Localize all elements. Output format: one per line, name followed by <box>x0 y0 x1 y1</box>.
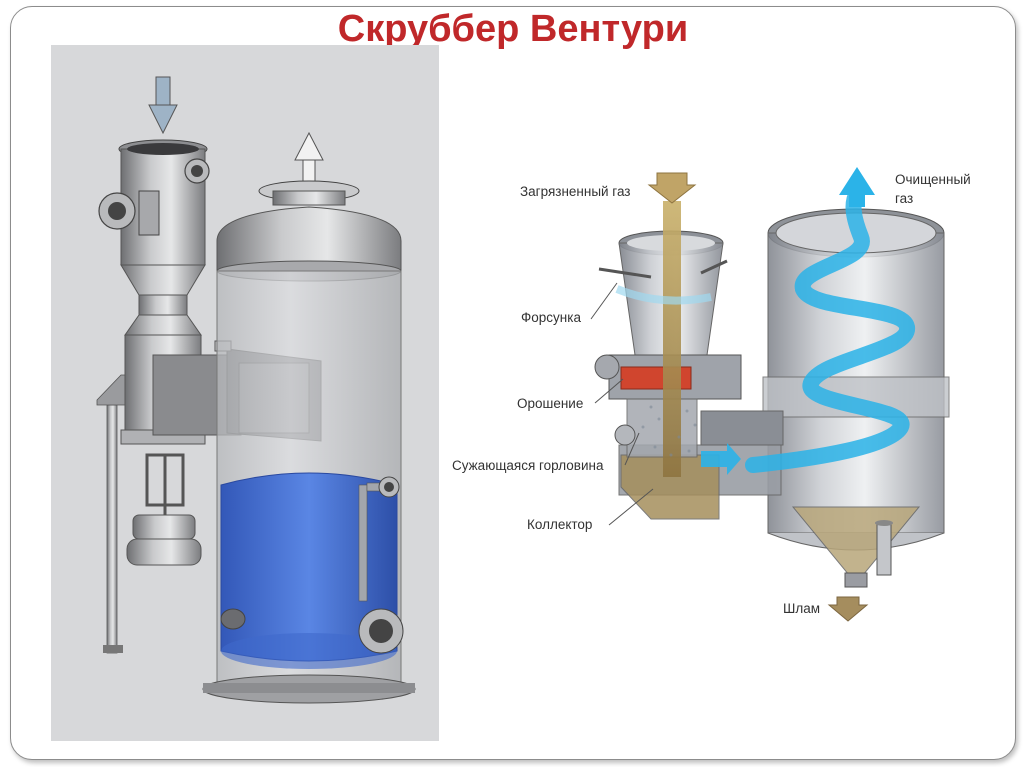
label-irrigation: Орошение <box>517 396 584 411</box>
label-dirty-gas: Загрязненный газ <box>520 184 631 199</box>
slide-title: Скруббер Вентури <box>337 8 689 50</box>
scrubber-3d-illustration <box>51 45 439 741</box>
clean-gas-arrow-icon <box>839 167 875 207</box>
spiral-gas-flow <box>745 185 915 473</box>
separator-cylinder <box>762 208 950 588</box>
label-clean-gas-line2: газ <box>895 191 914 206</box>
inlet-arrow-icon <box>148 76 178 135</box>
label-throat: Сужающаяся горловина <box>452 458 604 473</box>
label-collector: Коллектор <box>527 517 593 532</box>
sludge-arrow-icon <box>827 596 869 622</box>
scrubber-3d-drawing <box>96 76 416 704</box>
label-clean-gas-line1: Очищенный <box>895 172 971 187</box>
label-sludge: Шлам <box>783 601 821 616</box>
outlet-arrow-icon <box>294 131 324 189</box>
dirty-gas-stream <box>663 201 681 477</box>
label-nozzle: Форсунка <box>521 310 581 325</box>
dirty-gas-arrow-icon <box>647 172 697 204</box>
venturi-funnel <box>594 230 742 458</box>
gas-flow-arrow <box>701 443 741 475</box>
slide: Скруббер Вентури <box>10 6 1016 760</box>
